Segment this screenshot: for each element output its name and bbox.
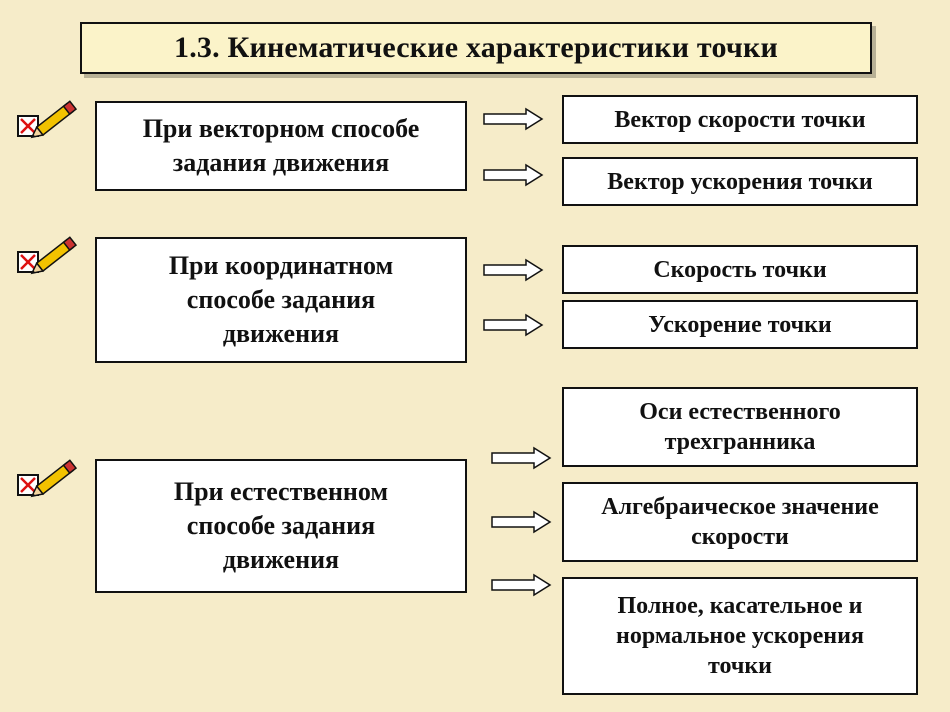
result-label-line: Скорость точки — [653, 256, 827, 283]
right-arrow-icon — [483, 107, 544, 131]
checkbox-pencil-icon — [17, 100, 78, 139]
right-arrow-icon — [491, 510, 552, 534]
method-label-line: При векторном способе — [142, 114, 420, 143]
result-box: Ускорение точки — [562, 300, 918, 349]
right-arrow-icon — [491, 573, 552, 597]
page-title: 1.3. Кинематические характеристики точки — [80, 22, 872, 74]
right-arrow-icon — [483, 258, 544, 282]
method-box-vector: При векторном способе задания движения — [95, 101, 467, 191]
right-arrow-icon — [483, 313, 544, 337]
result-box: Алгебраическое значение скорости — [562, 482, 918, 562]
method-label-line: задания движения — [172, 148, 390, 177]
method-label-line: При координатном — [168, 251, 394, 280]
result-label-line: Вектор скорости точки — [614, 106, 866, 133]
result-label-line: скорости — [691, 524, 789, 550]
result-label-line: трехгранника — [664, 429, 816, 455]
result-box: Полное, касательное и нормальное ускорен… — [562, 577, 918, 695]
method-box-natural: При естественном способе задания движени… — [95, 459, 467, 593]
checkbox-pencil-icon — [17, 459, 78, 498]
checkbox-pencil-icon — [17, 236, 78, 275]
result-label-line: Алгебраическое значение — [601, 494, 879, 520]
result-box: Оси естественного трехгранника — [562, 387, 918, 467]
result-label-line: нормальное ускорения — [616, 623, 864, 649]
method-label-line: способе задания — [186, 285, 376, 314]
result-label-line: Ускорение точки — [648, 311, 832, 338]
result-label-line: Полное, касательное и — [617, 593, 863, 619]
result-label-line: Вектор ускорения точки — [607, 168, 873, 195]
method-box-coordinate: При координатном способе задания движени… — [95, 237, 467, 363]
right-arrow-icon — [483, 163, 544, 187]
right-arrow-icon — [491, 446, 552, 470]
result-box: Вектор ускорения точки — [562, 157, 918, 206]
result-label-line: Оси естественного — [639, 399, 841, 425]
result-box: Скорость точки — [562, 245, 918, 294]
result-label-line: точки — [707, 653, 773, 679]
method-label-line: движения — [222, 545, 340, 574]
method-label-line: При естественном — [173, 477, 389, 506]
method-label-line: способе задания — [186, 511, 376, 540]
result-box: Вектор скорости точки — [562, 95, 918, 144]
method-label-line: движения — [222, 319, 340, 348]
